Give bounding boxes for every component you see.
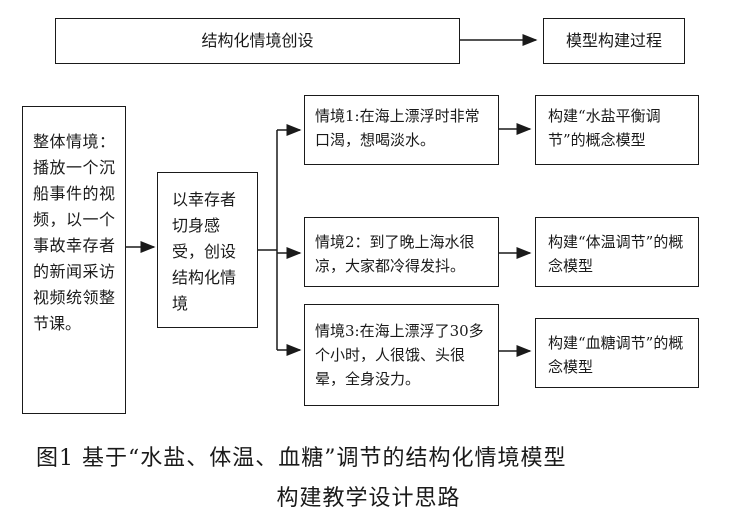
model-box-1: 构建“水盐平衡调节”的概念模型 — [535, 95, 699, 165]
model-text-1: 构建“水盐平衡调节”的概念模型 — [548, 107, 661, 149]
situation-text-2: 情境2：到了晚上海水很凉，大家都冷得发抖。 — [315, 233, 475, 275]
main-title-box: 结构化情境创设 — [55, 18, 460, 64]
model-box-3: 构建“血糖调节”的概念模型 — [535, 318, 699, 388]
model-text-2: 构建“体温调节”的概念模型 — [548, 233, 684, 275]
survivor-box: 以幸存者切身感受，创设结构化情境 — [157, 172, 258, 328]
situation-box-2: 情境2：到了晚上海水很凉，大家都冷得发抖。 — [304, 217, 499, 287]
figure-caption-line-1: 图1 基于“水盐、体温、血糖”调节的结构化情境模型 — [36, 446, 567, 471]
main-title-text: 结构化情境创设 — [201, 31, 314, 50]
model-process-box: 模型构建过程 — [543, 18, 685, 64]
model-box-2: 构建“体温调节”的概念模型 — [535, 217, 699, 287]
situation-box-1: 情境1:在海上漂浮时非常口渴，想喝淡水。 — [304, 95, 499, 165]
model-text-3: 构建“血糖调节”的概念模型 — [548, 334, 684, 376]
situation-text-1: 情境1:在海上漂浮时非常口渴，想喝淡水。 — [315, 107, 480, 149]
model-process-text: 模型构建过程 — [565, 31, 662, 50]
overall-situation-text: 整体情境：播放一个沉船事件的视频，以一个事故幸存者的新闻采访视频统领整节课。 — [33, 132, 115, 333]
figure-caption-line-2: 构建教学设计思路 — [276, 486, 461, 511]
situation-box-3: 情境3:在海上漂浮了30多个小时，人很饿、头很晕，全身没力。 — [304, 304, 499, 406]
overall-situation-box: 整体情境：播放一个沉船事件的视频，以一个事故幸存者的新闻采访视频统领整节课。 — [22, 106, 126, 414]
survivor-text: 以幸存者切身感受，创设结构化情境 — [172, 190, 237, 313]
situation-text-3: 情境3:在海上漂浮了30多个小时，人很饿、头很晕，全身没力。 — [315, 322, 484, 388]
